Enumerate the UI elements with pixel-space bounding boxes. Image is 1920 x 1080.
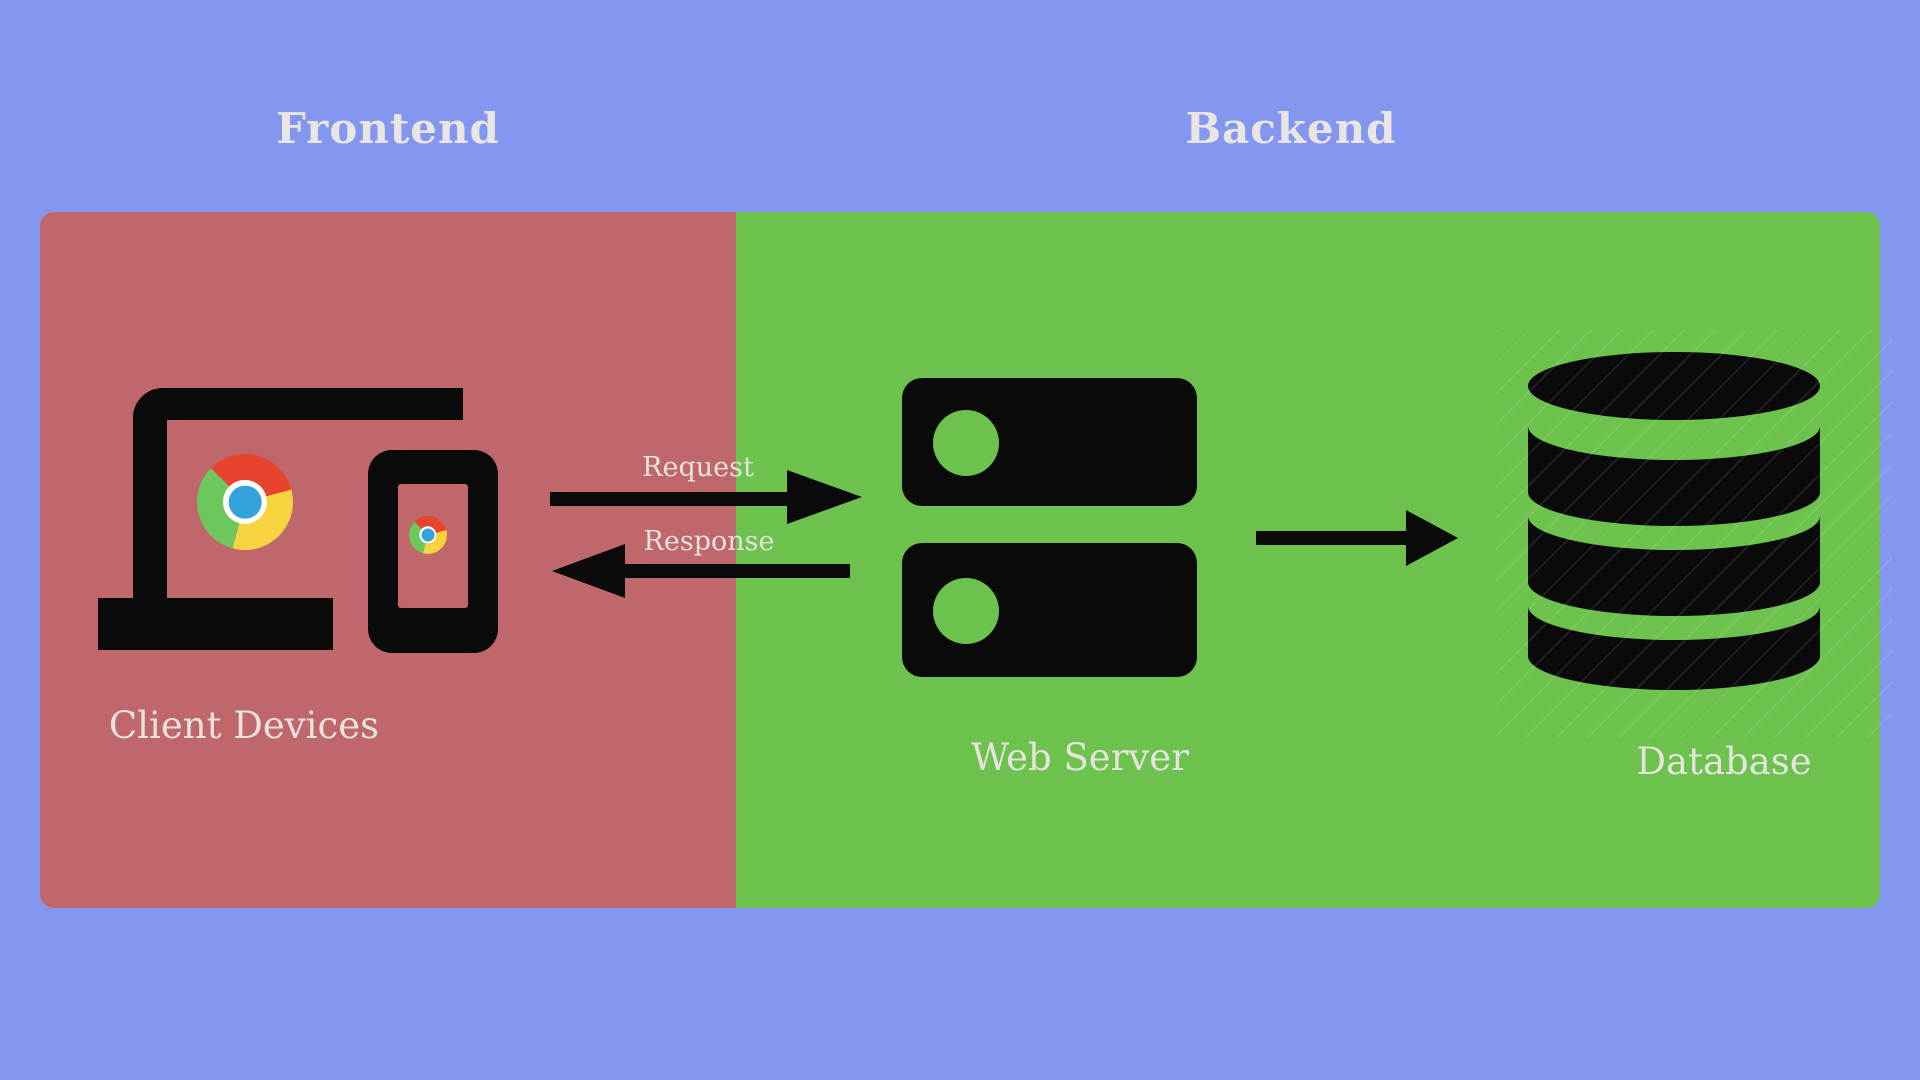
database-cylinder-icon xyxy=(1528,352,1820,690)
server-to-database-arrow-icon xyxy=(1256,510,1458,566)
request-arrow-label: Request xyxy=(642,452,754,483)
laptop-icon xyxy=(133,388,167,600)
frontend-zone-title: Frontend xyxy=(276,104,500,153)
server-stack-icon xyxy=(902,378,1197,506)
laptop-icon xyxy=(133,388,463,420)
request-arrow-icon xyxy=(550,470,862,524)
server-stack-icon xyxy=(902,543,1197,677)
web-server-label: Web Server xyxy=(971,736,1189,779)
client-devices-label: Client Devices xyxy=(108,704,380,747)
chrome-logo-icon xyxy=(197,454,293,550)
laptop-icon xyxy=(98,598,333,650)
chrome-logo-icon xyxy=(409,516,447,554)
server-led-icon xyxy=(933,578,999,644)
response-arrow-label: Response xyxy=(643,526,775,557)
database-label: Database xyxy=(1636,740,1812,783)
server-led-icon xyxy=(933,410,999,476)
response-arrow-icon xyxy=(552,544,850,598)
backend-zone-title: Backend xyxy=(1185,104,1397,153)
